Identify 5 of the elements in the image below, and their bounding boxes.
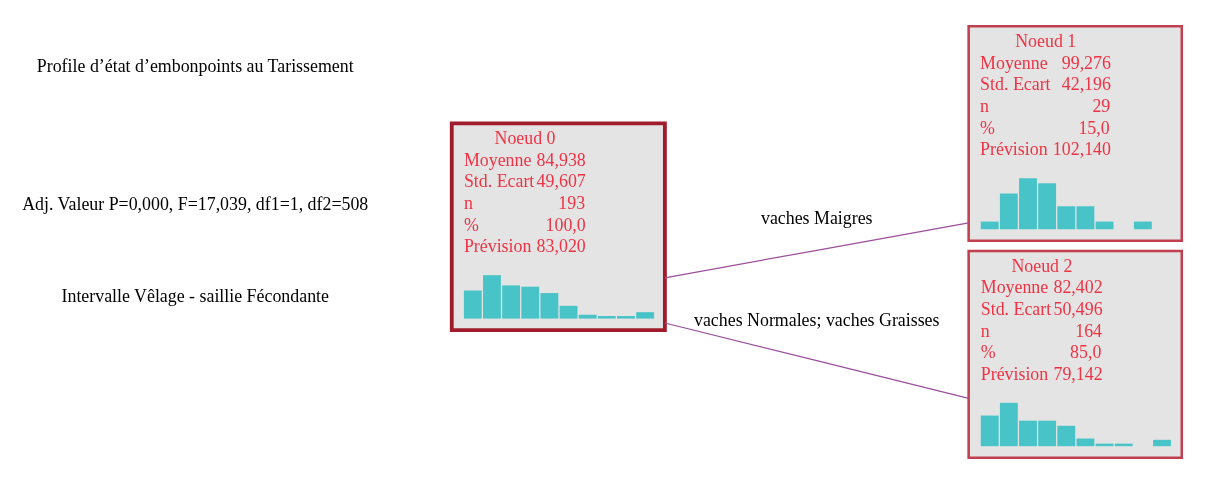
label: Profile d’état d’embonpoints au Tarissement [36, 55, 354, 76]
edge-label: vaches Normales; vaches Graisses [694, 310, 940, 331]
label: Intervalle Vêlage - saillie Fécondante [61, 285, 329, 306]
edge-label: vaches Maigres [760, 208, 873, 229]
label: Adj. Valeur P=0,000, F=17,039, df1=1, df2=508 [22, 193, 369, 214]
